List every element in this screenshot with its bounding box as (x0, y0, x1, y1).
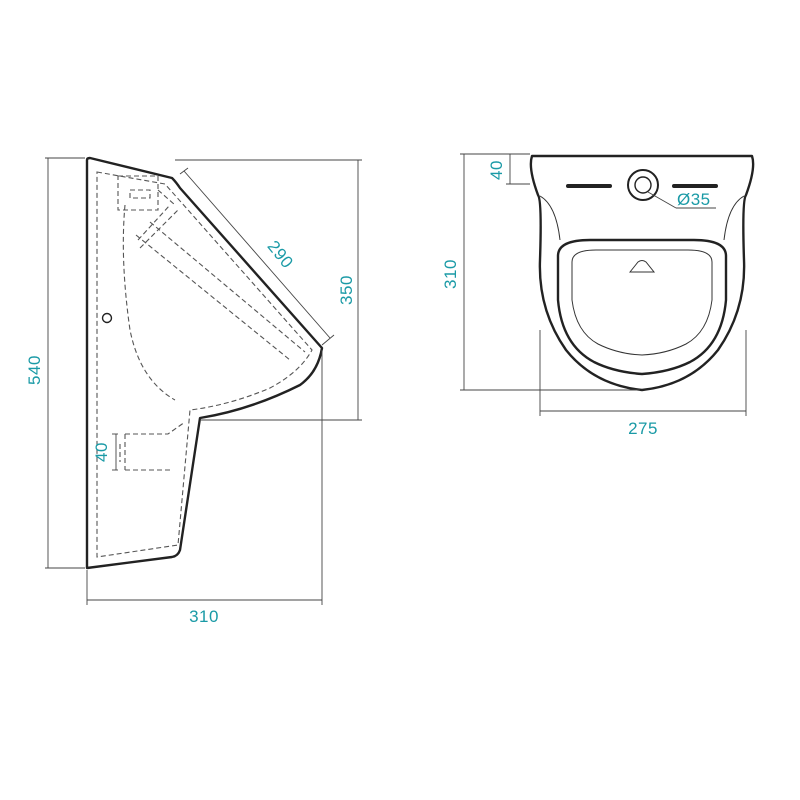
front-view-bowl-rim (556, 238, 728, 376)
front-top-band-label: 40 (487, 160, 506, 180)
side-top-length-label: 290 (263, 237, 297, 272)
front-view-outline (529, 154, 755, 392)
front-width-label: 275 (628, 419, 658, 438)
inlet-outer-icon (627, 169, 659, 201)
side-view-inlet-pipe (129, 189, 179, 249)
side-view-outline (85, 156, 324, 570)
front-view-shoulders (539, 195, 745, 241)
fixing-hole-icon (101, 312, 113, 324)
side-view-spreader (122, 204, 306, 401)
spray-slot-right (672, 184, 718, 188)
drain-icon (628, 260, 656, 273)
side-view-inlet-box (117, 175, 159, 211)
inlet-inner-icon (634, 176, 652, 194)
front-view-inner-bowl (571, 249, 713, 356)
inlet-diameter-label: Ø35 (677, 190, 711, 209)
side-depth-label: 310 (189, 607, 219, 626)
front-height-label: 310 (441, 259, 460, 289)
side-view-outlet (119, 421, 186, 471)
side-bowl-height-label: 350 (337, 275, 356, 305)
side-view: 540 310 290 350 40 (25, 156, 362, 626)
side-height-label: 540 (25, 355, 44, 385)
side-view-hidden-contour (96, 171, 313, 558)
spray-slot-left (566, 184, 612, 188)
front-view: 310 275 40 Ø35 (441, 153, 755, 438)
side-outlet-label: 40 (92, 442, 111, 462)
